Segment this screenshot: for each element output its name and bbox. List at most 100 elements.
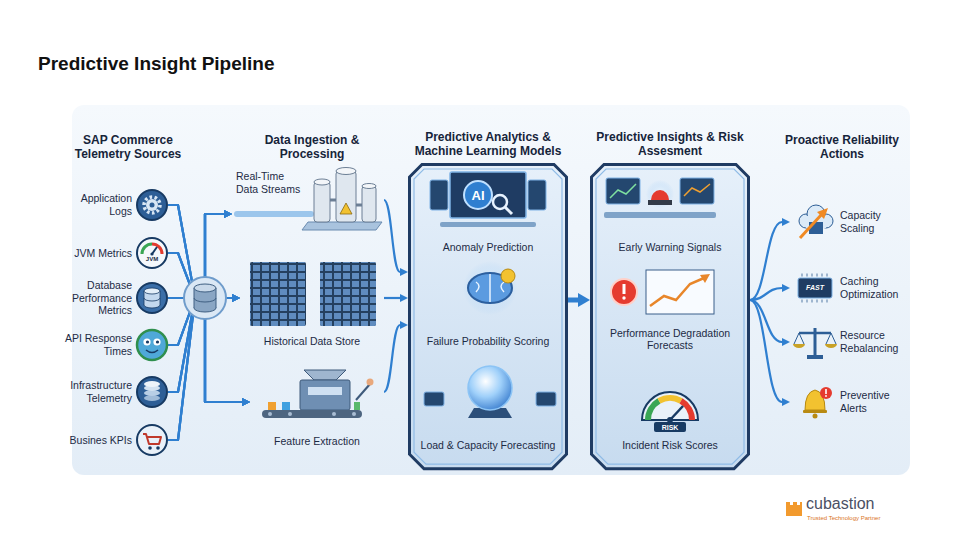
- jvm-gauge-icon-part: [152, 247, 157, 254]
- source-item: Infrastructure Telemetry: [56, 375, 168, 409]
- api-face-icon-part: [143, 338, 150, 345]
- feature-machine-part: [354, 402, 360, 410]
- node-label: Capacity Scaling: [840, 209, 908, 234]
- panel-outline: [408, 163, 568, 470]
- feature-machine: [262, 370, 374, 418]
- stream-tanks-part: [362, 184, 376, 189]
- cart-icon: [137, 425, 167, 455]
- flow-connector: [168, 214, 224, 298]
- hub-database-part: [194, 284, 216, 292]
- flow-connector: [168, 214, 224, 392]
- stream-tanks-part: [336, 171, 356, 222]
- icon-caption: RISK: [654, 424, 686, 431]
- node-label: Anomaly Prediction: [443, 241, 533, 254]
- balance-scale-icon-part: [794, 333, 836, 344]
- action-item: Preventive Alerts: [790, 385, 908, 419]
- capacity-icon-part: [809, 222, 823, 234]
- balance-scale-icon: [793, 328, 837, 359]
- node-label: Load & Capacity Forecasting: [421, 439, 556, 452]
- capacity-icon-part: [807, 205, 825, 223]
- feature-machine-part: [288, 412, 292, 416]
- node-label: Early Warning Signals: [619, 241, 722, 254]
- ingestion-box: Real-Time Data Streams: [232, 165, 384, 233]
- source-item: JVM Metrics: [56, 236, 168, 270]
- capacity-icon: [799, 205, 833, 238]
- node-label: Performance Degradation Forecasts: [600, 327, 740, 352]
- infrastructure-icon-part: [144, 395, 160, 401]
- flow-connector: [168, 214, 224, 345]
- hub-database-part: [184, 277, 226, 319]
- panel-outline: [592, 164, 749, 468]
- logs-icon-part: [150, 203, 155, 208]
- panel-outline: [596, 169, 744, 464]
- flow-connector: [168, 214, 224, 298]
- database-icon-part: [144, 291, 160, 305]
- cache-chip-icon-part: [801, 274, 831, 277]
- cart-icon-part: [143, 434, 161, 444]
- insight-panel: Predictive Insights & Risk AssesmentEarl…: [590, 130, 750, 470]
- stream-tanks-part: [340, 203, 352, 214]
- alert-bell-icon-part: [820, 387, 832, 399]
- capacity-icon-part: [799, 214, 813, 228]
- capacity-icon-part: [819, 214, 833, 228]
- node-label: Incident Risk Scores: [622, 439, 718, 452]
- alert-bell-icon-part: [805, 390, 825, 410]
- feature-machine-part: [304, 370, 346, 380]
- historical-racks-part: [320, 262, 376, 326]
- feature-machine-part: [282, 402, 290, 410]
- panel-outline: [414, 169, 562, 464]
- stream-tanks-part: [362, 186, 376, 222]
- cart-icon-part: [137, 425, 167, 455]
- flow-connector: [168, 298, 232, 392]
- infrastructure-icon-part: [144, 390, 160, 396]
- api-face-icon: [137, 330, 167, 360]
- insight-item: Performance Degradation Forecasts: [600, 262, 740, 356]
- node-label: Resource Rebalancing: [840, 329, 908, 354]
- model-panel: Predictive Analytics & Machine Learning …: [408, 130, 568, 470]
- flow-connector: [168, 205, 224, 298]
- balance-scale-icon-part: [793, 344, 805, 348]
- source-item: Database Performance Metrics: [56, 276, 168, 320]
- database-icon-part: [144, 288, 160, 294]
- panel-outline: [410, 164, 567, 468]
- feature-machine-part: [367, 379, 374, 386]
- capacity-icon-part: [817, 208, 828, 219]
- node-label: Busines KPIs: [70, 434, 132, 447]
- stage-heading: Predictive Insights & Risk Assesment: [582, 130, 758, 159]
- jvm-gauge-icon: [137, 238, 167, 268]
- insight-item: Incident Risk Scores: [600, 360, 740, 456]
- balance-scale-icon-part: [814, 328, 817, 356]
- title: Predictive Insight Pipeline: [38, 53, 275, 76]
- api-face-icon-part: [153, 338, 160, 345]
- stream-tanks-part: [336, 168, 356, 175]
- flow-connector: [168, 205, 232, 298]
- cart-icon-part: [148, 446, 152, 450]
- jvm-gauge-icon-part: [137, 238, 167, 268]
- alert-bell-icon-part: [813, 414, 818, 419]
- node-label: Preventive Alerts: [840, 389, 908, 414]
- database-icon-part: [137, 283, 167, 313]
- node-label: Application Logs: [56, 192, 132, 217]
- brand-name: cubastion: [806, 496, 875, 512]
- stream-tanks-part: [330, 200, 362, 205]
- node-label: Feature Extraction: [274, 435, 360, 448]
- feature-machine-part: [300, 380, 350, 410]
- flow-connector: [168, 214, 224, 440]
- column-heading: Proactive Reliability Actions: [772, 133, 912, 162]
- stream-tanks: [234, 168, 382, 231]
- feature-machine-part: [352, 412, 356, 416]
- api-face-icon-part: [156, 340, 159, 343]
- action-item: Capacity Scaling: [790, 205, 908, 239]
- api-face-icon-part: [146, 350, 158, 353]
- capacity-icon-part: [806, 216, 826, 228]
- node-label: Caching Optimization: [840, 275, 908, 300]
- feature-machine-part: [308, 387, 342, 395]
- historical-racks-part: [320, 262, 376, 326]
- flow-connector: [168, 298, 242, 440]
- flow-connector: [568, 298, 578, 303]
- model-item: Anomaly Prediction: [418, 166, 558, 258]
- logs-icon: [137, 190, 167, 220]
